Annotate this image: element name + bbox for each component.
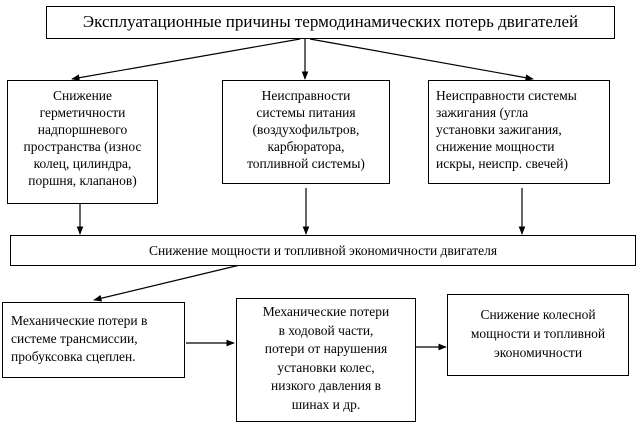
cause-3-line: зажигания (угла <box>436 105 529 120</box>
cause-1-line: колец, цилиндра, <box>33 156 132 171</box>
bottom-1-line: Механические потери в <box>11 313 148 328</box>
cause-3-line: снижение мощности <box>436 139 555 154</box>
cause-3-line: искры, неиспр. свечей) <box>436 156 568 171</box>
bottom-2-line: потери от нарушения <box>264 341 388 356</box>
cause-2-line: топливной системы) <box>247 156 365 171</box>
arrow-title-to-cause-3 <box>309 38 534 81</box>
cause-1-line: пространства (износ <box>23 139 142 154</box>
bottom-1-line: пробуксовка сцеплен. <box>11 349 136 364</box>
bottom-3-line: мощности и топливной <box>470 326 606 341</box>
middle-effect-text: Снижение мощности и топливной экономично… <box>148 243 498 258</box>
cause-1-line: герметичности <box>39 105 126 120</box>
bottom-2-line: Механические потери <box>262 304 390 319</box>
bottom-2-line: низкого давления в <box>271 378 381 393</box>
bottom-box-wheel-power: Снижение колесной мощности и топливной э… <box>447 294 629 376</box>
middle-effect-box: Снижение мощности и топливной экономично… <box>10 235 636 266</box>
cause-2-line: карбюратора, <box>267 139 345 154</box>
bottom-box-transmission: Механические потери в системе трансмисси… <box>2 302 185 378</box>
cause-box-fuel-system: Неисправности системы питания (воздухофи… <box>222 80 390 184</box>
cause-1-line: Снижение <box>52 88 113 103</box>
bottom-3-line: экономичности <box>493 345 583 360</box>
cause-3-line: Неисправности системы <box>436 88 577 103</box>
bottom-box-chassis: Механические потери в ходовой части, пот… <box>236 298 416 422</box>
bottom-2-line: установки колес, <box>277 359 375 375</box>
cause-3-line: установки зажигания, <box>436 122 562 137</box>
bottom-3-line: Снижение колесной <box>480 307 596 322</box>
cause-1-line: надпоршневого <box>37 122 128 137</box>
bottom-1-line: системе трансмиссии, <box>11 331 138 346</box>
diagram-title-box: Эксплуатационные причины термодинамическ… <box>46 6 615 39</box>
diagram-title: Эксплуатационные причины термодинамическ… <box>82 12 579 31</box>
cause-1-line: поршня, клапанов) <box>28 173 137 188</box>
arrow-middle-to-bottom-1 <box>93 264 241 302</box>
cause-2-line: (воздухофильтров, <box>252 122 360 137</box>
cause-2-line: системы питания <box>256 105 356 120</box>
cause-2-line: Неисправности <box>261 88 351 103</box>
cause-box-ignition: Неисправности системы зажигания (угла ус… <box>428 80 610 184</box>
bottom-2-line: шинах и др. <box>291 396 361 412</box>
bottom-2-line: в ходовой части, <box>278 322 374 338</box>
cause-box-sealing: Снижение герметичности надпоршневого про… <box>7 80 158 204</box>
arrow-title-to-cause-1 <box>71 38 301 82</box>
